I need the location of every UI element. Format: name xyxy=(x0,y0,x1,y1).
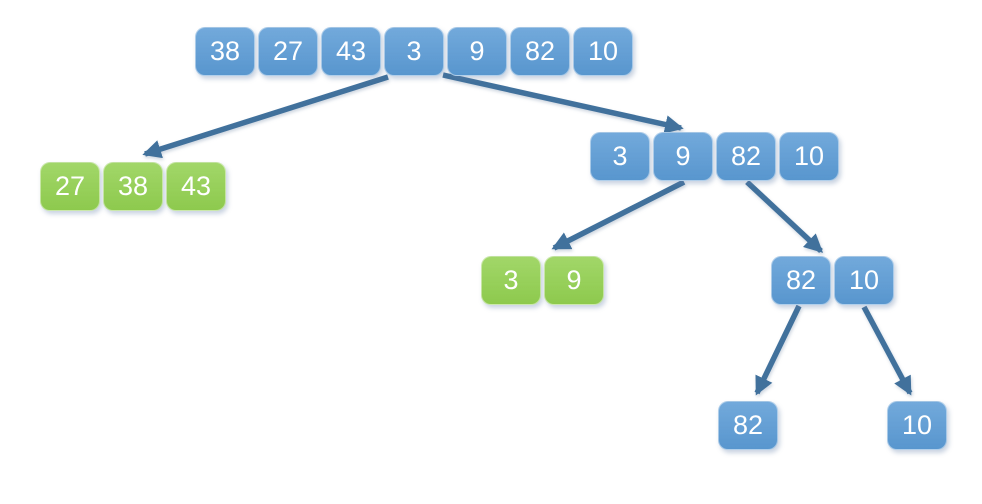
arrow-right-to-right-right xyxy=(745,179,824,254)
arrow-right-right-to-leaf-82 xyxy=(754,304,802,396)
array-cell-right-left-sorted-0: 3 xyxy=(481,256,541,305)
array-cell-root-1: 27 xyxy=(258,27,318,76)
array-cell-root-0: 38 xyxy=(195,27,255,76)
array-cell-right-2: 82 xyxy=(716,132,776,181)
arrow-right-to-right-left-sorted xyxy=(551,179,686,251)
array-node-leaf-82: 82 xyxy=(718,401,778,450)
array-cell-root-2: 43 xyxy=(321,27,381,76)
arrow-right-right-to-leaf-10 xyxy=(861,305,913,396)
array-cell-leaf-82-0: 82 xyxy=(718,401,778,450)
array-cell-root-3: 3 xyxy=(384,27,444,76)
array-node-leaf-10: 10 xyxy=(887,401,947,450)
array-cell-leaf-10-0: 10 xyxy=(887,401,947,450)
array-cell-left-sorted-2: 43 xyxy=(166,162,226,211)
array-cell-root-5: 82 xyxy=(510,27,570,76)
array-cell-right-3: 10 xyxy=(779,132,839,181)
array-cell-root-4: 9 xyxy=(447,27,507,76)
array-cell-left-sorted-1: 38 xyxy=(103,162,163,211)
array-cell-right-right-1: 10 xyxy=(834,256,894,305)
array-cell-right-left-sorted-1: 9 xyxy=(544,256,604,305)
array-cell-right-0: 3 xyxy=(590,132,650,181)
array-cell-left-sorted-0: 27 xyxy=(40,162,100,211)
array-cell-root-6: 10 xyxy=(573,27,633,76)
array-cell-right-1: 9 xyxy=(653,132,713,181)
array-cell-right-right-0: 82 xyxy=(771,256,831,305)
arrow-root-to-left-sorted xyxy=(142,74,389,159)
arrow-root-to-right xyxy=(442,72,684,134)
